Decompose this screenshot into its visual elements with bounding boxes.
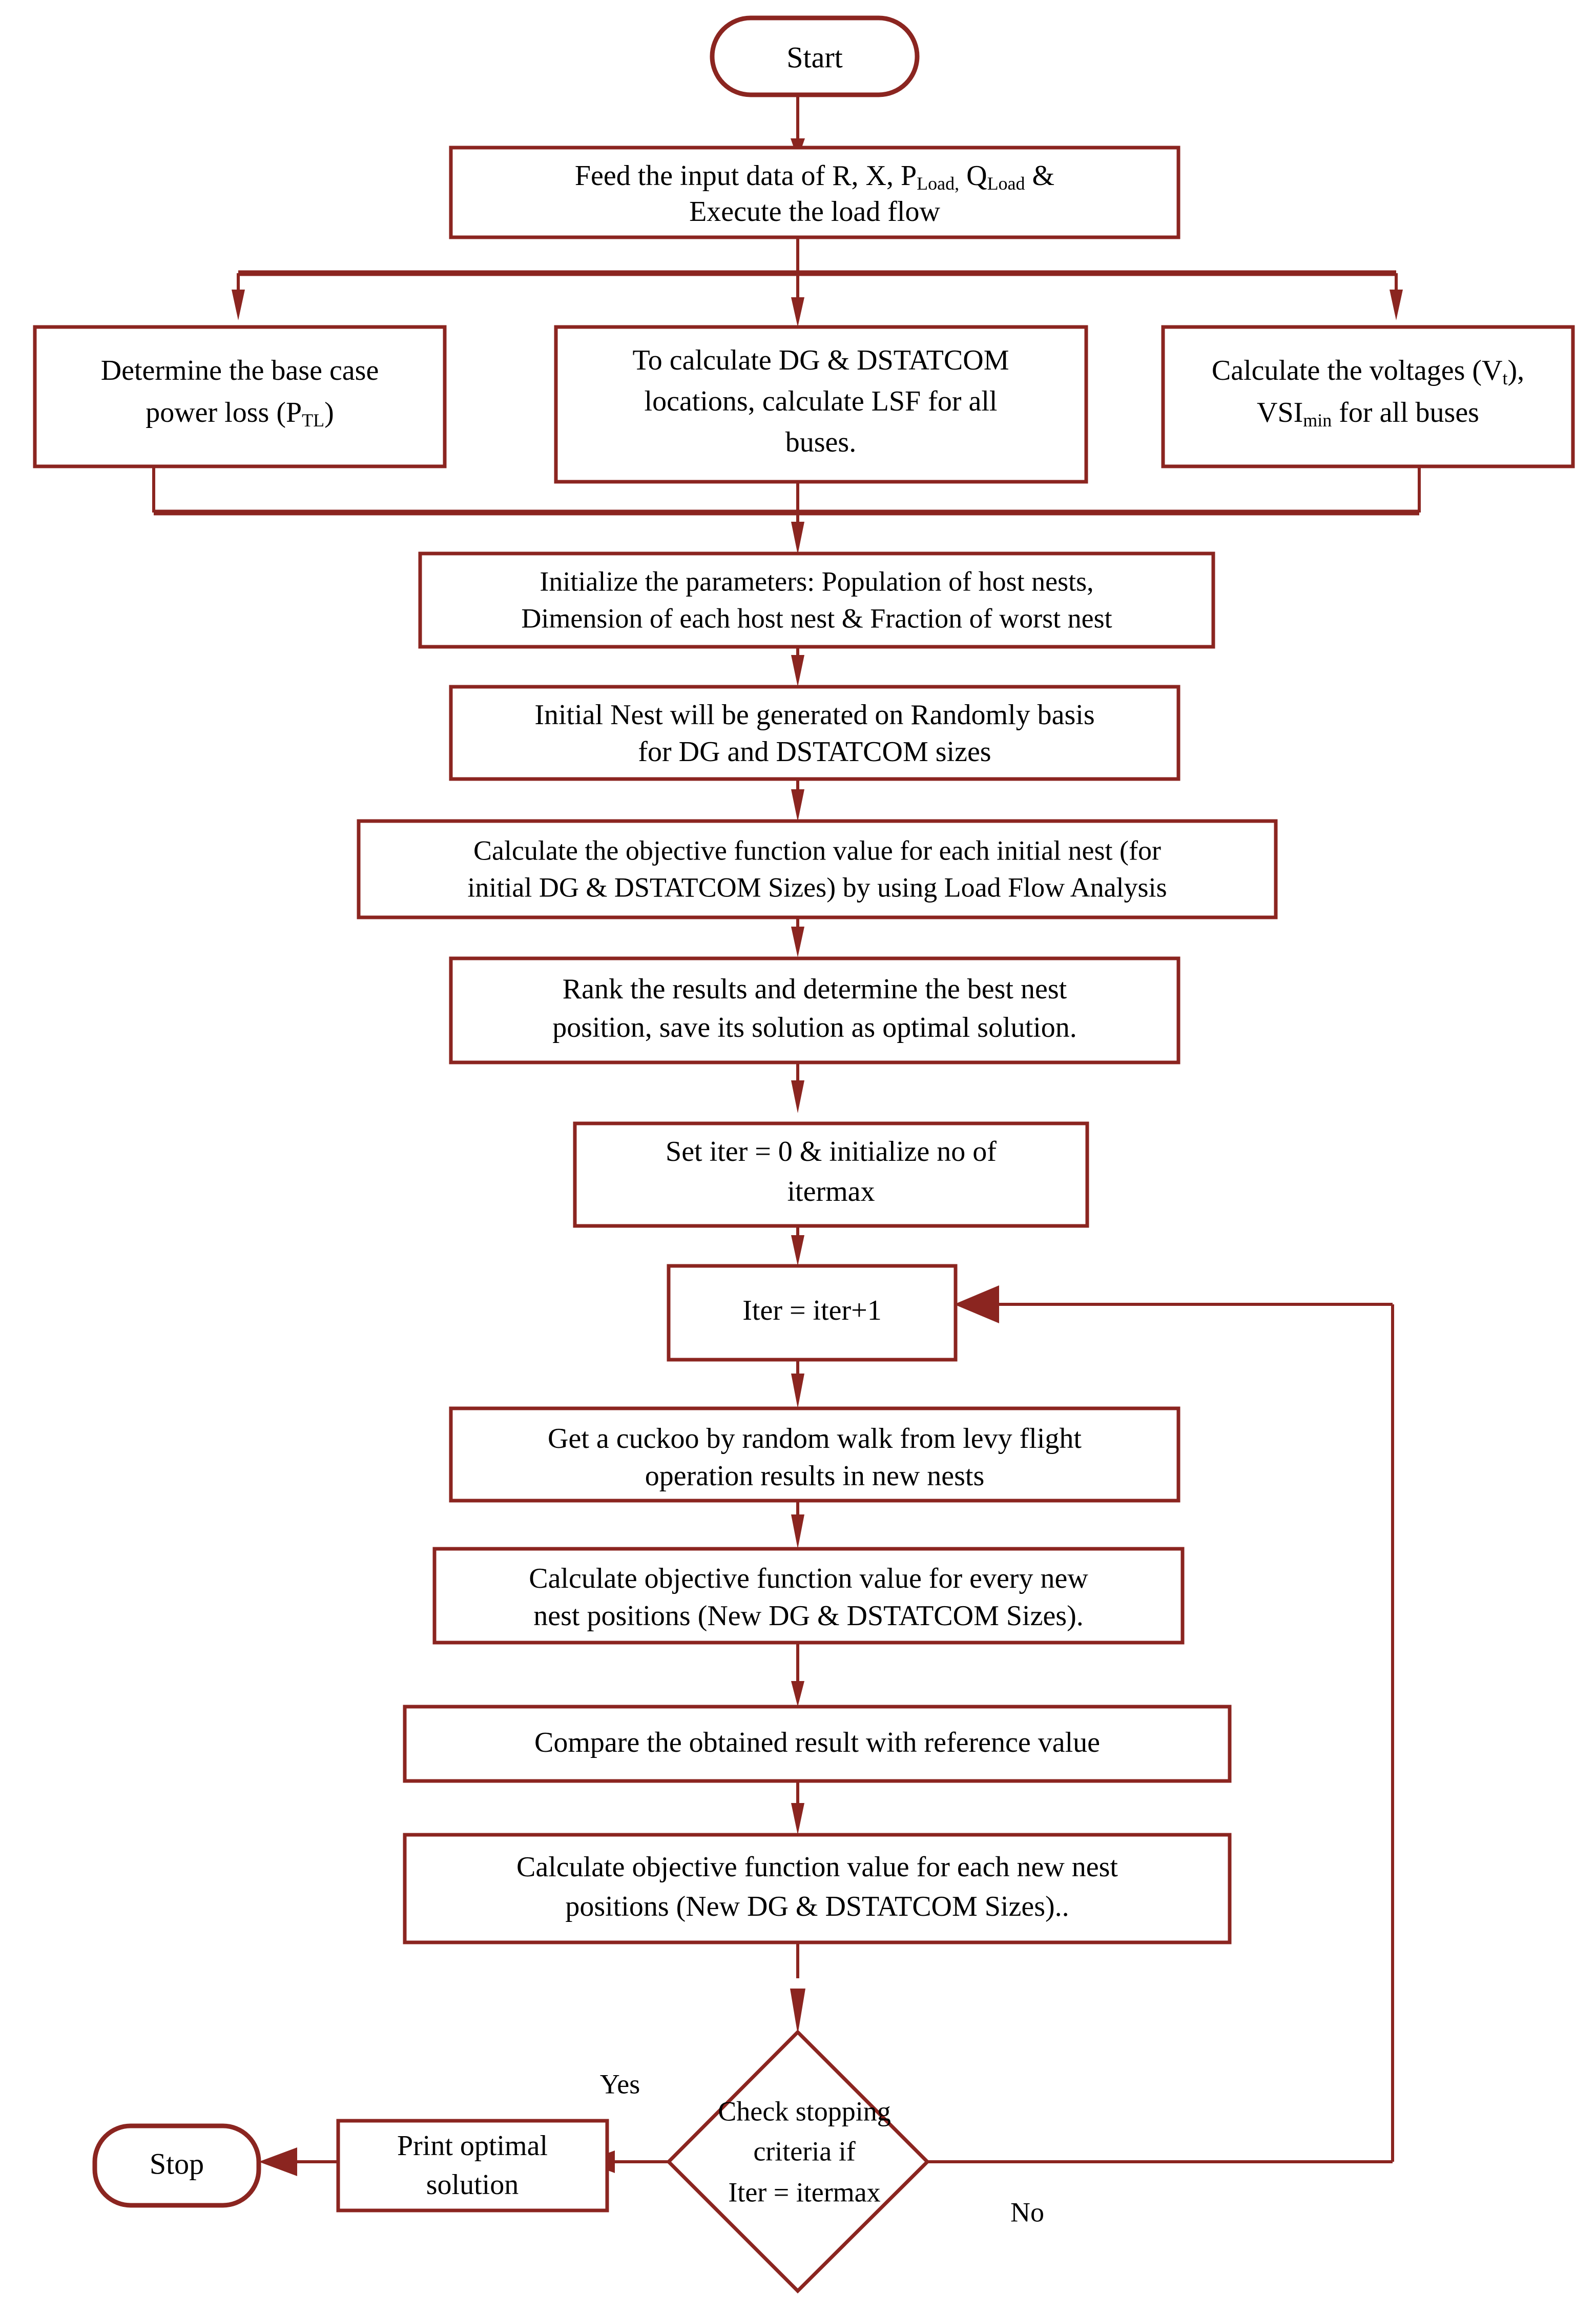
node-compare-result[interactable]: Compare the obtained result with referen… (403, 1705, 1232, 1783)
voltages-shape (1161, 325, 1575, 468)
feed-input-line1: Feed the input data of R, X, PLoad, QLoa… (575, 160, 1054, 194)
stop-shape (92, 2123, 261, 2208)
start-label: Start (786, 40, 843, 74)
increment-iter-label: Iter = iter+1 (742, 1295, 882, 1326)
calc-obj-initial-shape (357, 819, 1278, 919)
check-stopping-line2: criteria if (753, 2136, 855, 2166)
calc-obj-each-line2: positions (New DG & DSTATCOM Sizes).. (565, 1891, 1069, 1922)
lsf-line3: buses. (785, 426, 856, 458)
arrowhead-merge-to-init (791, 522, 804, 555)
node-stop[interactable]: Stop (92, 2123, 261, 2208)
arrowhead-rank-to-setiter (791, 1080, 804, 1113)
node-get-cuckoo[interactable]: Get a cuckoo by random walk from levy fl… (449, 1406, 1180, 1503)
calc-obj-each-line1: Calculate objective function value for e… (516, 1851, 1118, 1883)
node-voltages[interactable]: Calculate the voltages (Vt), VSImin for … (1161, 325, 1575, 468)
lsf-shape (554, 325, 1088, 484)
rank-results-line1: Rank the results and determine the best … (563, 973, 1067, 1005)
set-iter-shape (573, 1121, 1089, 1228)
node-print-solution[interactable]: Print optimal solution (336, 2119, 609, 2212)
check-stopping-line3: Iter = itermax (728, 2177, 880, 2207)
node-start[interactable]: Start (710, 15, 920, 97)
node-rank-results[interactable]: Rank the results and determine the best … (449, 956, 1180, 1064)
node-set-iter[interactable]: Set iter = 0 & initialize no of itermax (573, 1121, 1089, 1228)
node-feed-input[interactable]: Feed the input data of R, X, PLoad, QLoa… (449, 146, 1180, 239)
get-cuckoo-line2: operation results in new nests (645, 1460, 985, 1492)
arrowhead-bus-to-voltages (1390, 290, 1403, 320)
edge-label-no: No (1010, 2197, 1044, 2227)
voltages-line1: Calculate the voltages (Vt), (1212, 355, 1524, 388)
arrowhead-loopback-to-inc (954, 1285, 999, 1323)
arrowhead-setiter-to-inc (791, 1235, 804, 1266)
calc-obj-every-shape (432, 1547, 1185, 1645)
get-cuckoo-line1: Get a cuckoo by random walk from levy fl… (548, 1423, 1082, 1454)
arrowhead-inc-to-cuckoo (791, 1374, 804, 1408)
node-base-loss[interactable]: Determine the base case power loss (PTL) (33, 325, 447, 468)
voltages-line2: VSImin for all buses (1257, 397, 1479, 431)
feed-input-shape (449, 146, 1180, 239)
calc-obj-every-line2: nest positions (New DG & DSTATCOM Sizes)… (533, 1600, 1084, 1632)
print-solution-line1: Print optimal (397, 2130, 548, 2162)
check-stopping-line1: Check stopping (718, 2096, 890, 2126)
calc-obj-initial-line1: Calculate the objective function value f… (473, 835, 1161, 866)
lsf-line2: locations, calculate LSF for all (645, 385, 998, 417)
arrowhead-calcinit-to-rank (791, 927, 804, 957)
rank-results-line2: position, save its solution as optimal s… (552, 1012, 1077, 1043)
arrowhead-print-to-stop (259, 2147, 297, 2176)
compare-result-shape (403, 1705, 1232, 1783)
arrowhead-init-to-nest (791, 655, 804, 687)
initial-nest-line2: for DG and DSTATCOM sizes (638, 736, 991, 768)
print-solution-shape (336, 2119, 609, 2212)
feed-input-line2: Execute the load flow (689, 196, 940, 228)
node-increment-iter[interactable]: Iter = iter+1 (667, 1264, 958, 1362)
base-loss-shape (33, 325, 447, 468)
get-cuckoo-shape (449, 1406, 1180, 1503)
arrowhead-nest-to-calcinit (791, 789, 804, 822)
node-initial-nest[interactable]: Initial Nest will be generated on Random… (449, 685, 1180, 781)
print-solution-line2: solution (426, 2169, 519, 2201)
init-params-shape (418, 551, 1215, 649)
node-init-params[interactable]: Initialize the parameters: Population of… (418, 551, 1215, 649)
edge-label-yes: Yes (600, 2068, 640, 2099)
node-lsf[interactable]: To calculate DG & DSTATCOM locations, ca… (554, 325, 1088, 484)
increment-iter-shape (667, 1264, 958, 1362)
node-calc-obj-every[interactable]: Calculate objective function value for e… (432, 1547, 1185, 1645)
arrowhead-calceach-to-decision (790, 1989, 805, 2035)
init-params-line1: Initialize the parameters: Population of… (540, 566, 1093, 597)
check-stopping-shape (666, 2030, 930, 2293)
calc-obj-every-line1: Calculate objective function value for e… (529, 1563, 1088, 1594)
arrowhead-bus-to-lsf (791, 297, 804, 327)
arrowhead-compare-to-calceach (791, 1803, 804, 1835)
compare-result-line1: Compare the obtained result with referen… (534, 1727, 1100, 1758)
calc-obj-each-shape (403, 1833, 1232, 1944)
set-iter-line2: itermax (787, 1176, 875, 1207)
node-calc-obj-each[interactable]: Calculate objective function value for e… (403, 1833, 1232, 1944)
start-shape (710, 15, 920, 97)
initial-nest-shape (449, 685, 1180, 781)
arrowhead-cuckoo-to-calcevery (791, 1514, 804, 1549)
arrowhead-calcevery-to-compare (791, 1681, 804, 1707)
node-check-stopping[interactable]: Check stopping criteria if Iter = iterma… (666, 2030, 930, 2293)
calc-obj-initial-line2: initial DG & DSTATCOM Sizes) by using Lo… (467, 872, 1167, 903)
stop-label: Stop (150, 2147, 204, 2180)
set-iter-line1: Set iter = 0 & initialize no of (666, 1136, 997, 1167)
node-calc-obj-initial[interactable]: Calculate the objective function value f… (357, 819, 1278, 919)
base-loss-line1: Determine the base case (101, 355, 379, 386)
initial-nest-line1: Initial Nest will be generated on Random… (534, 699, 1094, 731)
base-loss-line2: power loss (PTL) (146, 397, 334, 431)
lsf-line1: To calculate DG & DSTATCOM (632, 344, 1009, 376)
arrowhead-bus-to-base-loss (232, 290, 245, 320)
rank-results-shape (449, 956, 1180, 1064)
init-params-line2: Dimension of each host nest & Fraction o… (521, 603, 1112, 633)
